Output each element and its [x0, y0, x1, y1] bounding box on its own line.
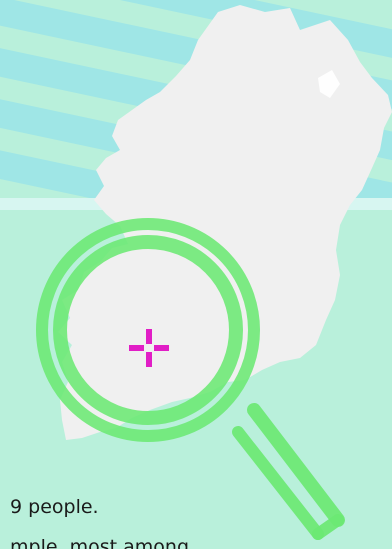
magnifying-glass-icon — [36, 218, 345, 540]
ireland-map — [58, 5, 392, 440]
crosshair-marker-icon — [129, 329, 169, 367]
lough-neagh — [318, 70, 340, 98]
caption-line-2: mple, most among — [10, 536, 190, 549]
caption-line-1: 9 people. — [10, 496, 99, 518]
